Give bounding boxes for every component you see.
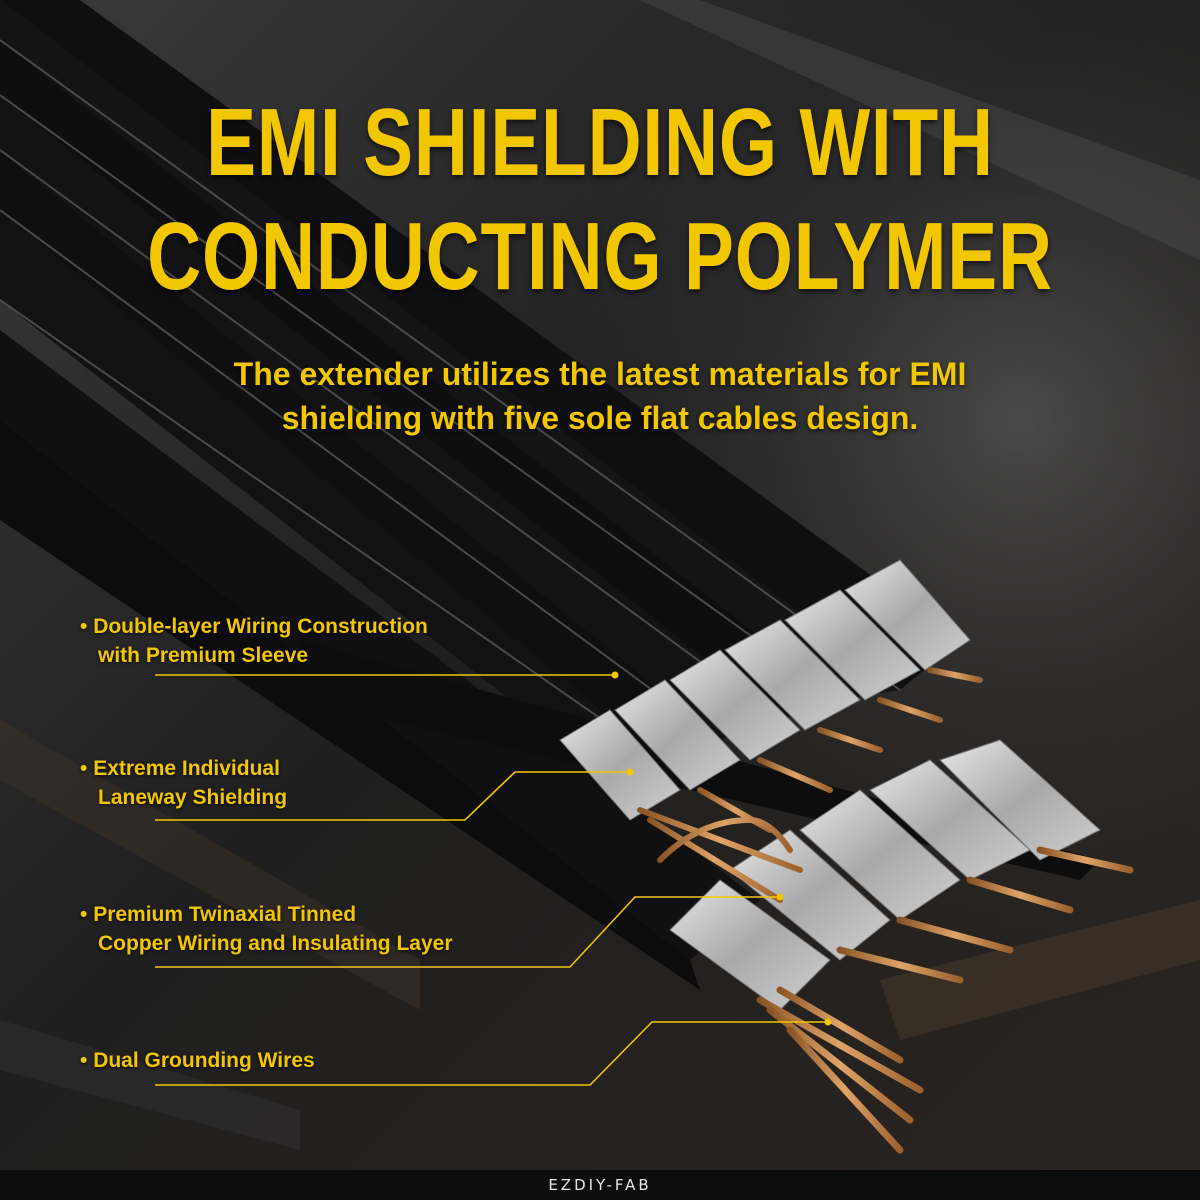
callout-subtitle: with Premium Sleeve — [98, 644, 309, 667]
callout-dual-grounding-wires: Dual Grounding Wires — [80, 1046, 314, 1075]
headline-line-1: EMI SHIELDING WITH — [206, 89, 994, 196]
callout-subtitle: Copper Wiring and Insulating Layer — [98, 932, 453, 955]
subtitle-line-2: shielding with five sole flat cables des… — [281, 400, 919, 436]
headline-line-2: CONDUCTING POLYMER — [147, 203, 1053, 310]
upper-cable-layer — [0, 39, 901, 761]
callout-double-layer-wiring: Double-layer Wiring Construction with Pr… — [80, 612, 428, 670]
brand-footer: EZDIY-FAB — [0, 1170, 1200, 1200]
brand-logo-text: EZDIY-FAB — [548, 1176, 652, 1194]
callout-laneway-shielding: Extreme Individual Laneway Shielding — [80, 754, 287, 812]
callout-title: Double-layer Wiring Construction — [80, 612, 428, 641]
callout-subtitle: Laneway Shielding — [98, 786, 288, 809]
callout-leaders — [155, 674, 828, 1086]
headline: EMI SHIELDING WITH CONDUCTING POLYMER — [132, 86, 1068, 314]
callout-title: Premium Twinaxial Tinned — [80, 900, 453, 929]
callout-title: Dual Grounding Wires — [80, 1046, 314, 1075]
subtitle-line-1: The extender utilizes the latest materia… — [233, 356, 967, 392]
subtitle: The extender utilizes the latest materia… — [150, 352, 1050, 440]
callout-twinaxial-copper-wiring: Premium Twinaxial Tinned Copper Wiring a… — [80, 900, 453, 958]
callout-title: Extreme Individual — [80, 754, 287, 783]
